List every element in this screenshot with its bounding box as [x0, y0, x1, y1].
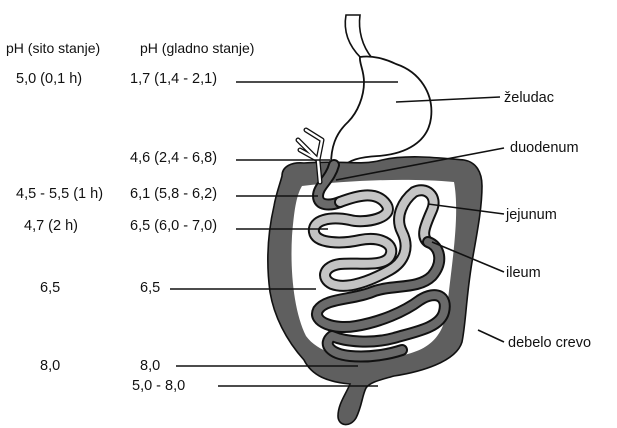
fed-ph-jejunum: 4,7 (2 h): [24, 218, 78, 234]
fed-ph-colon: 8,0: [40, 358, 60, 374]
label-zeludac: želudac: [504, 90, 554, 106]
fasted-ph-colon: 8,0: [140, 358, 160, 374]
fasted-ph-duodenum-upper: 4,6 (2,4 - 6,8): [130, 150, 217, 166]
header-fed-state: pH (sito stanje): [6, 40, 100, 56]
fasted-ph-jejunum: 6,5 (6,0 - 7,0): [130, 218, 217, 234]
leader-line-colon-label: [478, 330, 504, 342]
fasted-ph-stomach: 1,7 (1,4 - 2,1): [130, 71, 217, 87]
stomach-illustration: [331, 15, 431, 168]
small-intestine-illustration: [292, 165, 457, 359]
label-debelo-crevo: debelo crevo: [508, 335, 591, 351]
label-jejunum: jejunum: [505, 207, 557, 223]
esophagus-shape: [345, 15, 372, 58]
header-fasted-state: pH (gladno stanje): [140, 40, 254, 56]
stomach-shape: [331, 56, 431, 168]
fed-ph-stomach: 5,0 (0,1 h): [16, 71, 82, 87]
label-duodenum: duodenum: [510, 140, 579, 156]
fasted-ph-duodenum-lower: 6,1 (5,8 - 6,2): [130, 186, 217, 202]
fed-ph-ileum: 6,5: [40, 280, 60, 296]
fasted-ph-ileum: 6,5: [140, 280, 160, 296]
label-ileum: ileum: [506, 265, 541, 281]
fasted-ph-rectum: 5,0 - 8,0: [132, 378, 185, 394]
fed-ph-duodenum: 4,5 - 5,5 (1 h): [16, 186, 103, 202]
